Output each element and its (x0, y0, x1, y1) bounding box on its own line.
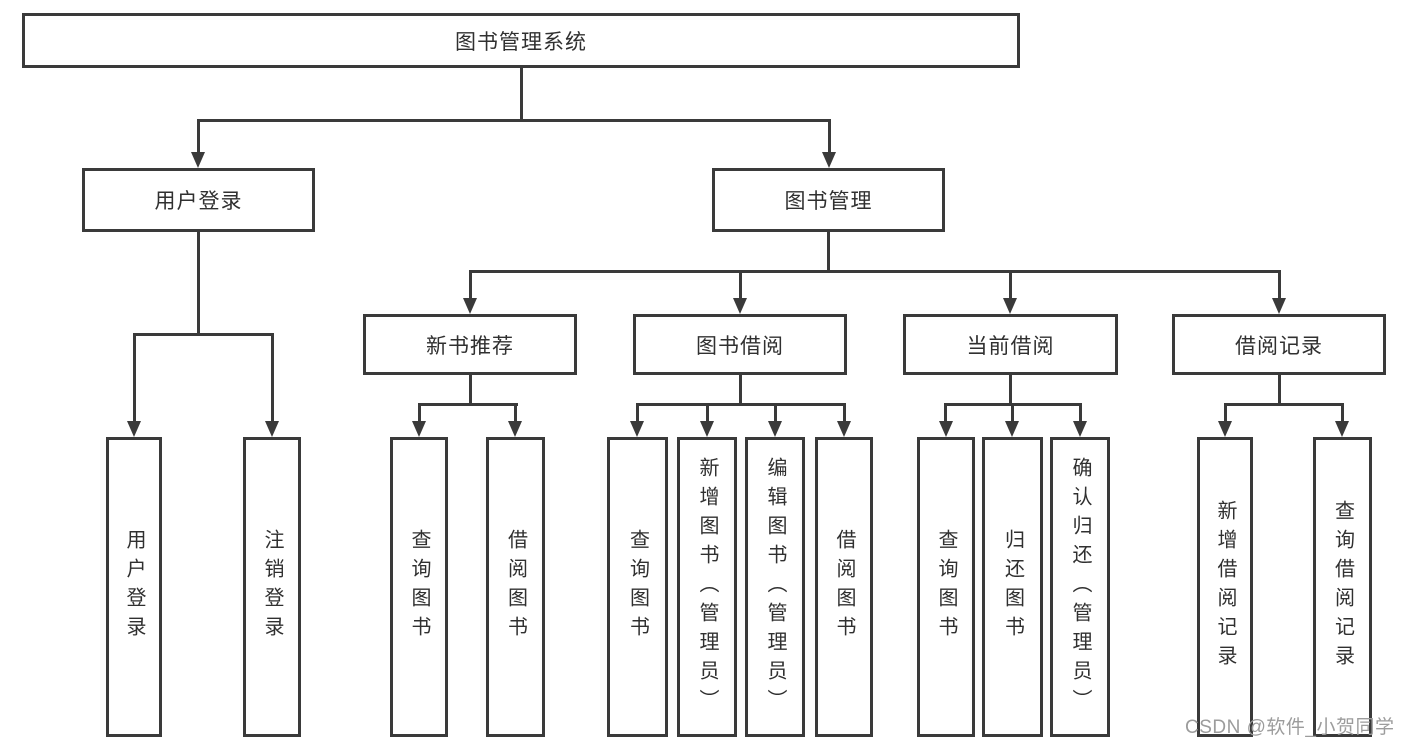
leaf-edit-books-admin: 编辑图书（管理员） (745, 437, 805, 737)
arrow-down-icon (1218, 421, 1232, 437)
leaf-return-books: 归还图书 (982, 437, 1043, 737)
connector-line (1009, 375, 1012, 405)
connector-line (418, 403, 421, 423)
connector-line (469, 270, 472, 300)
leaf-query-books-borrowing: 查询图书 (607, 437, 668, 737)
node-label: 查询图书 (408, 529, 430, 645)
node-current-borrowing: 当前借阅 (903, 314, 1118, 375)
node-label: 注销登录 (261, 529, 283, 645)
connector-line (1009, 270, 1012, 300)
node-label: 图书管理系统 (455, 30, 587, 54)
arrow-down-icon (700, 421, 714, 437)
arrow-down-icon (1005, 421, 1019, 437)
leaf-query-books-recommend: 查询图书 (390, 437, 448, 737)
watermark: CSDN @软件_小贺同学 (1185, 717, 1395, 738)
arrow-down-icon (1335, 421, 1349, 437)
node-label: 借阅记录 (1235, 334, 1323, 358)
node-new-book-recommendation: 新书推荐 (363, 314, 577, 375)
connector-line (271, 333, 274, 423)
arrow-down-icon (191, 152, 205, 168)
connector-line (774, 403, 777, 423)
connector-line (828, 119, 831, 154)
node-label: 查询图书 (626, 529, 649, 645)
leaf-query-borrow-record: 查询借阅记录 (1313, 437, 1372, 737)
arrow-down-icon (939, 421, 953, 437)
connector-line (469, 270, 1281, 273)
node-borrowing-records: 借阅记录 (1172, 314, 1386, 375)
node-book-borrowing: 图书借阅 (633, 314, 847, 375)
node-label: 借阅图书 (833, 529, 855, 645)
arrow-down-icon (1073, 421, 1087, 437)
connector-line (1224, 403, 1344, 406)
arrow-down-icon (733, 298, 747, 314)
connector-line (133, 333, 136, 423)
connector-line (739, 270, 742, 300)
node-label: 用户登录 (154, 190, 243, 213)
arrow-down-icon (768, 421, 782, 437)
connector-line (418, 403, 518, 406)
arrow-down-icon (1272, 298, 1286, 314)
node-label: 图书借阅 (696, 334, 784, 358)
leaf-confirm-return-admin: 确认归还（管理员） (1050, 437, 1110, 737)
arrow-down-icon (837, 421, 851, 437)
connector-line (1278, 375, 1281, 405)
connector-line (1011, 403, 1014, 423)
arrow-down-icon (822, 152, 836, 168)
connector-line (1278, 270, 1281, 300)
connector-line (197, 119, 200, 154)
connector-line (636, 403, 639, 423)
arrow-down-icon (463, 298, 477, 314)
node-label: 用户登录 (123, 529, 145, 645)
node-label: 新增图书（管理员） (696, 456, 718, 718)
connector-line (1341, 403, 1344, 423)
leaf-logout: 注销登录 (243, 437, 301, 737)
connector-line (827, 232, 830, 273)
leaf-query-books-current: 查询图书 (917, 437, 975, 737)
leaf-add-books-admin: 新增图书（管理员） (677, 437, 737, 737)
arrow-down-icon (127, 421, 141, 437)
connector-line (739, 375, 742, 405)
node-user-login: 用户登录 (82, 168, 315, 232)
node-label: 当前借阅 (966, 334, 1055, 358)
arrow-down-icon (265, 421, 279, 437)
connector-line (197, 119, 831, 122)
node-label: 编辑图书（管理员） (764, 456, 786, 718)
node-label: 图书管理 (784, 190, 873, 213)
connector-line (133, 333, 273, 336)
connector-line (197, 232, 200, 335)
connector-line (469, 375, 472, 405)
connector-line (944, 403, 947, 423)
node-label: 查询借阅记录 (1331, 500, 1354, 674)
arrow-down-icon (1003, 298, 1017, 314)
arrow-down-icon (508, 421, 522, 437)
connector-line (843, 403, 846, 423)
leaf-add-borrow-record: 新增借阅记录 (1197, 437, 1253, 737)
arrow-down-icon (412, 421, 426, 437)
leaf-borrow-books-recommend: 借阅图书 (486, 437, 545, 737)
leaf-borrow-books-borrowing: 借阅图书 (815, 437, 873, 737)
connector-line (706, 403, 709, 423)
arrow-down-icon (630, 421, 644, 437)
connector-line (636, 403, 846, 406)
node-label: 查询图书 (935, 529, 957, 645)
node-label: 新增借阅记录 (1214, 500, 1236, 674)
node-library-management-system: 图书管理系统 (22, 13, 1020, 68)
node-label: 归还图书 (1001, 529, 1024, 645)
leaf-user-login: 用户登录 (106, 437, 162, 737)
connector-line (1224, 403, 1227, 423)
node-book-management: 图书管理 (712, 168, 945, 232)
node-label: 确认归还（管理员） (1069, 456, 1091, 718)
connector-line (1079, 403, 1082, 423)
node-label: 借阅图书 (504, 529, 527, 645)
connector-line (514, 403, 517, 423)
connector-line (520, 68, 523, 121)
node-label: 新书推荐 (426, 334, 514, 358)
